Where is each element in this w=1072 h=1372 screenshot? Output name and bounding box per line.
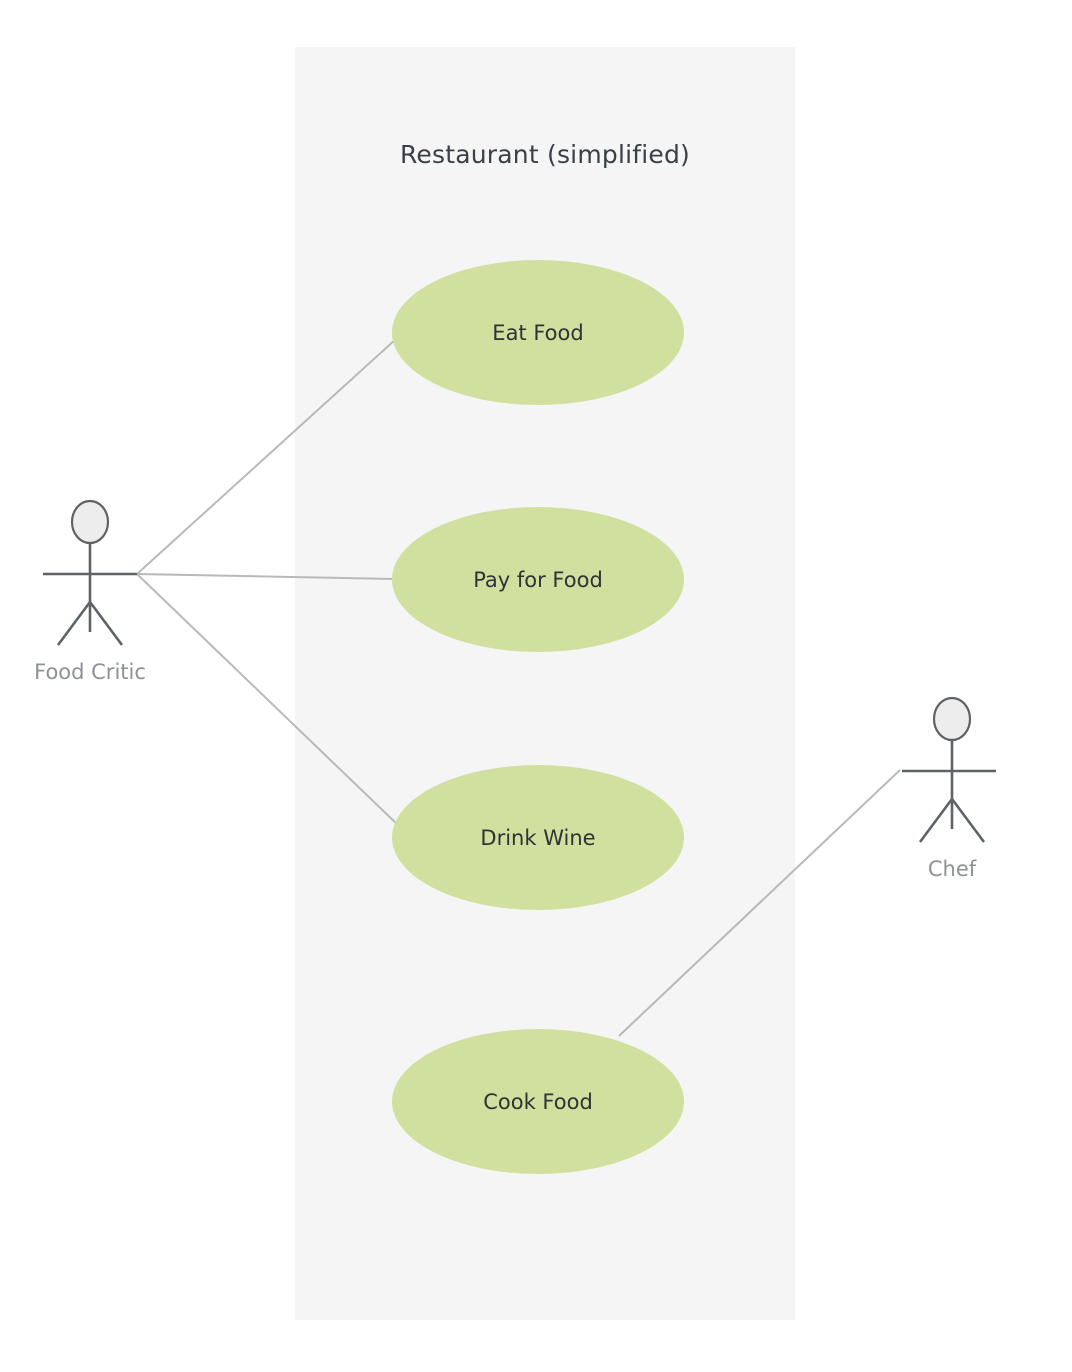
use-case-label: Cook Food	[483, 1089, 593, 1114]
use-case-label: Drink Wine	[480, 825, 596, 850]
use-case-label: Eat Food	[492, 320, 584, 345]
actor-chef[interactable]: Chef	[872, 694, 1032, 881]
use-case-pay-for-food[interactable]: Pay for Food	[392, 507, 684, 652]
actor-label: Food Critic	[34, 660, 146, 684]
system-boundary-title: Restaurant (simplified)	[399, 140, 690, 169]
actor-label: Chef	[927, 857, 977, 881]
stick-figure-icon	[872, 694, 1032, 854]
stick-figure-icon	[10, 497, 170, 657]
actor-food-critic[interactable]: Food Critic	[10, 497, 170, 684]
use-case-label: Pay for Food	[473, 567, 603, 592]
use-case-eat-food[interactable]: Eat Food	[392, 260, 684, 405]
use-case-drink-wine[interactable]: Drink Wine	[392, 765, 684, 910]
use-case-cook-food[interactable]: Cook Food	[392, 1029, 684, 1174]
